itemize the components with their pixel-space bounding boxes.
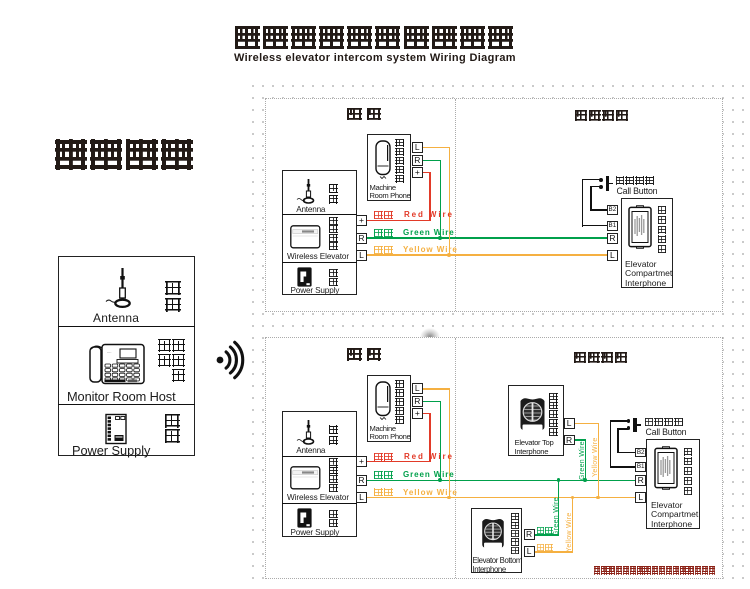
svg-text:....: ....	[107, 349, 111, 354]
